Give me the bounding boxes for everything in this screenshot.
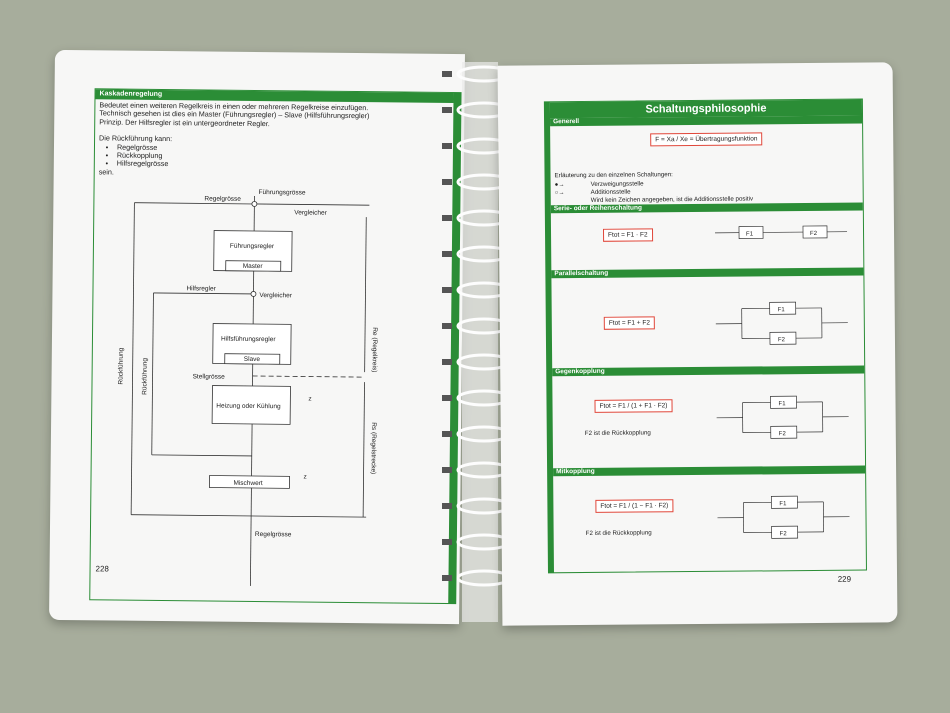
rueckfuehrung-1-label: Rückführung <box>117 347 124 384</box>
fuehrungsgroesse-label: Führungsgrösse <box>258 189 305 196</box>
cascade-diagram: Führungsgrösse Regelgrösse Vergleicher F… <box>117 189 378 586</box>
mit-diagram: F1 F2 <box>717 495 850 539</box>
fuehrungsregler-label: Führungsregler <box>230 243 275 250</box>
left-page: Kaskadenregelung Bedeutet einen weiteren… <box>49 49 465 625</box>
serie-diagram: F1 F2 <box>715 225 848 239</box>
section-mit: Mitkopplung <box>553 465 866 477</box>
mischwert-box <box>209 475 290 489</box>
parallel-f2: F2 <box>778 337 786 343</box>
legend-text-1: Verzweigungsstelle <box>590 180 644 188</box>
section-generell: Generell <box>550 115 863 127</box>
regelgroesse-out-label: Regelgrösse <box>255 531 292 538</box>
master-box <box>225 260 282 272</box>
section-gegen: Gegenkopplung <box>552 365 865 377</box>
gegen-note: F2 ist die Rückkopplung <box>584 429 651 437</box>
heizung-label: Heizung oder Kühlung <box>216 403 281 411</box>
rueckfuehrung-2-label: Rückführung <box>141 358 148 395</box>
explanation-intro: Erläuterung zu den einzelnen Schaltungen… <box>554 171 673 180</box>
spiral-binding <box>442 62 518 622</box>
right-page: Schaltungsphilosophie Generell F = Xa / … <box>497 62 898 626</box>
gegen-f1: F1 <box>779 401 787 407</box>
master-label: Master <box>243 263 264 270</box>
mit-f2: F2 <box>780 531 788 537</box>
vergleicher-1-label: Vergleicher <box>294 209 327 216</box>
regelgroesse-in-label: Regelgrösse <box>204 195 241 202</box>
intro-text: Bedeutet einen weiteren Regelkreis in ei… <box>99 100 430 180</box>
legend-note: Wird kein Zeichen angegeben, ist die Add… <box>590 195 754 204</box>
mit-note: F2 ist die Rückkopplung <box>585 529 652 537</box>
parallel-formula: Ftot = F1 + F2 <box>603 316 656 330</box>
z1-label: z <box>308 396 311 403</box>
stellgroesse-label: Stellgrösse <box>193 373 226 380</box>
mit-formula: Ftot = F1 / (1 − F1 · F2) <box>595 499 674 513</box>
vergleicher-1-icon <box>251 201 258 207</box>
section-parallel: Parallelschaltung <box>551 267 864 279</box>
page-number: 228 <box>95 564 109 574</box>
legend-symbol-1: ●→ <box>554 181 565 189</box>
serie-f2: F2 <box>810 231 818 237</box>
gegen-f2: F2 <box>779 431 787 437</box>
serie-formula: Ftot = F1 · F2 <box>602 228 653 242</box>
legend-symbol-2: ○→ <box>554 189 565 197</box>
schaltung-frame: Schaltungsphilosophie Generell F = Xa / … <box>543 98 867 574</box>
z2-label: z <box>303 473 306 480</box>
vergleicher-2-label: Vergleicher <box>259 292 292 299</box>
vergleicher-2-icon <box>250 291 257 297</box>
feedback-list: Regelgrösse Rückkopplung Hilfsregelgröss… <box>99 142 429 172</box>
generell-formula: F = Xa / Xe = Übertragungsfunktion <box>650 132 763 147</box>
section-serie: Serie- oder Reihenschaltung <box>550 202 863 214</box>
slave-label: Slave <box>244 356 261 363</box>
regelstrecke-label: Rs (Regelstrecke) <box>370 422 378 474</box>
slave-box <box>224 353 281 365</box>
heizung-box <box>211 385 291 425</box>
parallel-f1: F1 <box>778 307 786 313</box>
regelkreis-label: Re (Regelkreis) <box>371 327 378 372</box>
mischwert-label: Mischwert <box>233 480 263 487</box>
page-number: 229 <box>837 574 852 584</box>
gegen-diagram: F1 F2 <box>716 395 849 439</box>
kaskaden-frame: Kaskadenregelung Bedeutet einen weiteren… <box>89 88 462 605</box>
legend-text-2: Additionsstelle <box>590 188 631 196</box>
mit-f1: F1 <box>779 501 787 507</box>
parallel-diagram: F1 F2 <box>715 301 848 345</box>
hilfsregler-label: Hilfsregler <box>186 285 216 292</box>
serie-f1: F1 <box>746 232 754 238</box>
hilfsfuehrungsregler-label: Hilfsführungsregler <box>221 336 276 344</box>
gegen-formula: Ftot = F1 / (1 + F1 · F2) <box>594 399 673 413</box>
